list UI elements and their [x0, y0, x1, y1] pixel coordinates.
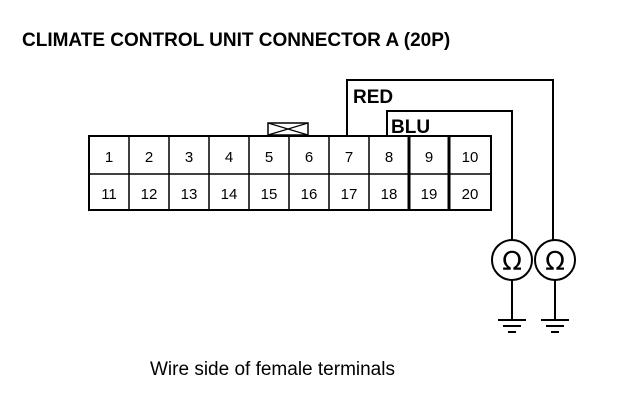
pin-row-bottom: 11 12 13 14 15 16 17 18 19 20	[101, 186, 478, 203]
pin-number: 20	[462, 186, 479, 203]
pin-number: 15	[261, 186, 278, 203]
ground-icon	[541, 319, 569, 333]
pin-number: 10	[462, 149, 479, 166]
diagram-caption: Wire side of female terminals	[150, 359, 395, 380]
ohm-symbol: Ω	[545, 247, 565, 277]
pin-number: 2	[145, 149, 153, 166]
pin-number: 14	[221, 186, 238, 203]
pin-row-top: 1 2 3 4 5 6 7 8 9 10	[105, 149, 479, 166]
pin-number: 16	[301, 186, 318, 203]
ohmmeter-icon: Ω	[491, 239, 533, 320]
pin-number: 5	[265, 149, 273, 166]
connector-lock-icon	[267, 122, 309, 136]
connector-body	[88, 135, 492, 211]
ohmmeter-icon: Ω	[534, 239, 576, 320]
diagram-title: CLIMATE CONTROL UNIT CONNECTOR A (20P)	[22, 30, 450, 51]
pin-number: 17	[341, 186, 358, 203]
pin-number: 19	[421, 186, 438, 203]
pin-number: 3	[185, 149, 193, 166]
pin-number: 1	[105, 149, 113, 166]
pin-number: 11	[101, 186, 117, 203]
ohm-symbol: Ω	[502, 247, 522, 277]
red-wire-label: RED	[353, 87, 393, 108]
pin-number: 4	[225, 149, 233, 166]
pin-number: 13	[181, 186, 198, 203]
blu-wire	[386, 110, 513, 240]
pin-number: 9	[425, 149, 433, 166]
pin-number: 12	[141, 186, 158, 203]
pin-number: 18	[381, 186, 398, 203]
blu-wire-label: BLU	[391, 117, 430, 138]
red-wire	[346, 79, 554, 240]
ground-icon	[498, 319, 526, 333]
pin-number: 7	[345, 149, 353, 166]
pin-number: 8	[385, 149, 393, 166]
pin-number: 6	[305, 149, 313, 166]
